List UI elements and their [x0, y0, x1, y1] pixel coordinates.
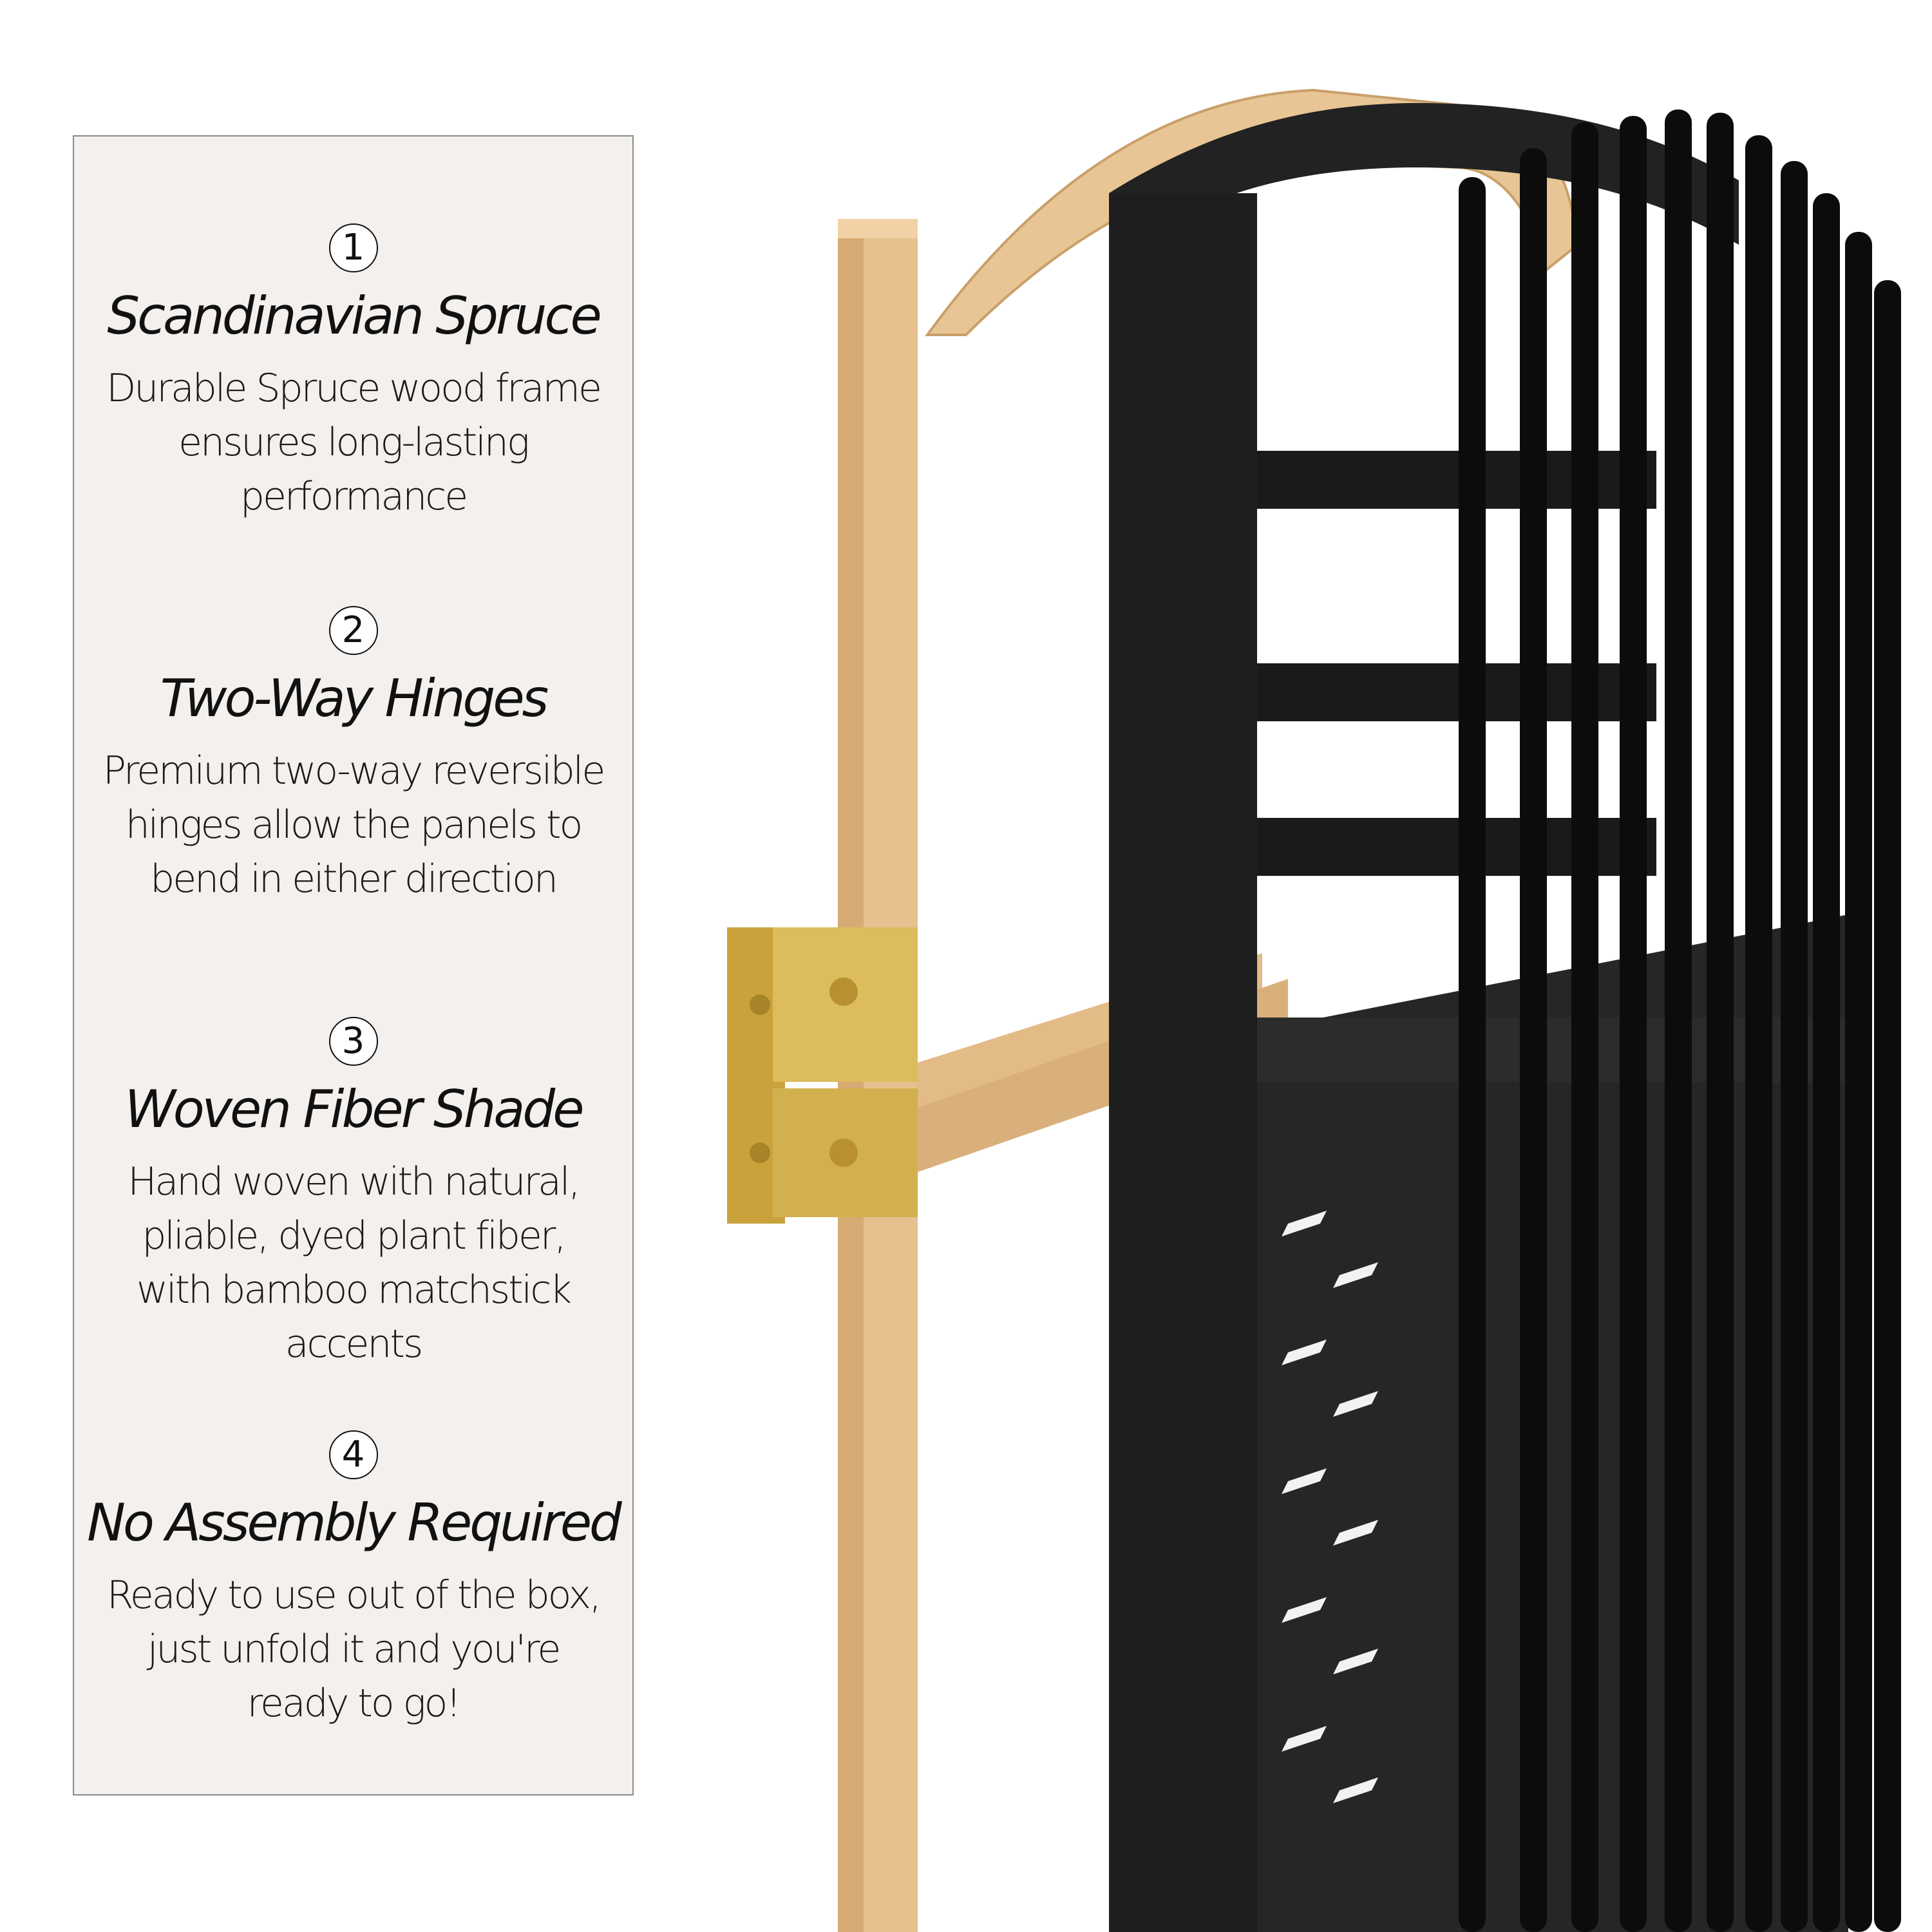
description-line: ensures long-lasting: [178, 420, 530, 465]
description-line: pliable, dyed plant fiber,: [142, 1213, 566, 1258]
feature-title: Two-Way Hinges: [160, 668, 549, 728]
description-line: hinges allow the panels to: [125, 802, 583, 848]
number-badge: 2: [328, 606, 378, 655]
woven-panel-frame-left: [1109, 193, 1257, 1932]
bamboo-rods: [1459, 109, 1901, 1932]
description-line: accents: [285, 1321, 423, 1367]
feature-title: No Assembly Required: [87, 1493, 622, 1553]
feature-title: Woven Fiber Shade: [124, 1079, 585, 1139]
woven-panel-body: [1257, 914, 1848, 1932]
brass-hinge: [727, 927, 918, 1224]
description-line: Ready to use out of the box,: [106, 1573, 601, 1618]
feature-description: Hand woven with natural, pliable, dyed p…: [74, 1155, 632, 1371]
description-line: Hand woven with natural,: [128, 1159, 580, 1204]
description-line: Durable Spruce wood frame: [106, 366, 602, 411]
feature-description: Ready to use out of the box, just unfold…: [74, 1568, 632, 1730]
weave-openings: [1282, 1211, 1378, 1803]
features-card: 1 Scandinavian Spruce Durable Spruce woo…: [73, 135, 634, 1795]
number-badge: 1: [328, 223, 378, 272]
feature-description: Premium two-way reversible hinges allow …: [74, 744, 632, 906]
number-badge: 4: [328, 1430, 378, 1479]
feature-woven-fiber-shade: 3 Woven Fiber Shade Hand woven with natu…: [74, 1017, 632, 1371]
feature-title: Scandinavian Spruce: [107, 286, 601, 346]
description-line: just unfold it and you're: [147, 1627, 562, 1672]
feature-no-assembly-required: 4 No Assembly Required Ready to use out …: [74, 1430, 632, 1730]
feature-description: Durable Spruce wood frame ensures long-l…: [74, 361, 632, 524]
description-line: performance: [240, 474, 468, 519]
number-badge: 3: [328, 1017, 378, 1066]
feature-two-way-hinges: 2 Two-Way Hinges Premium two-way reversi…: [74, 606, 632, 906]
description-line: with bamboo matchstick: [136, 1267, 572, 1312]
description-line: Premium two-way reversible: [102, 748, 606, 793]
description-line: bend in either direction: [150, 857, 558, 902]
feature-scandinavian-spruce: 1 Scandinavian Spruce Durable Spruce woo…: [74, 223, 632, 524]
description-line: ready to go!: [247, 1681, 462, 1726]
